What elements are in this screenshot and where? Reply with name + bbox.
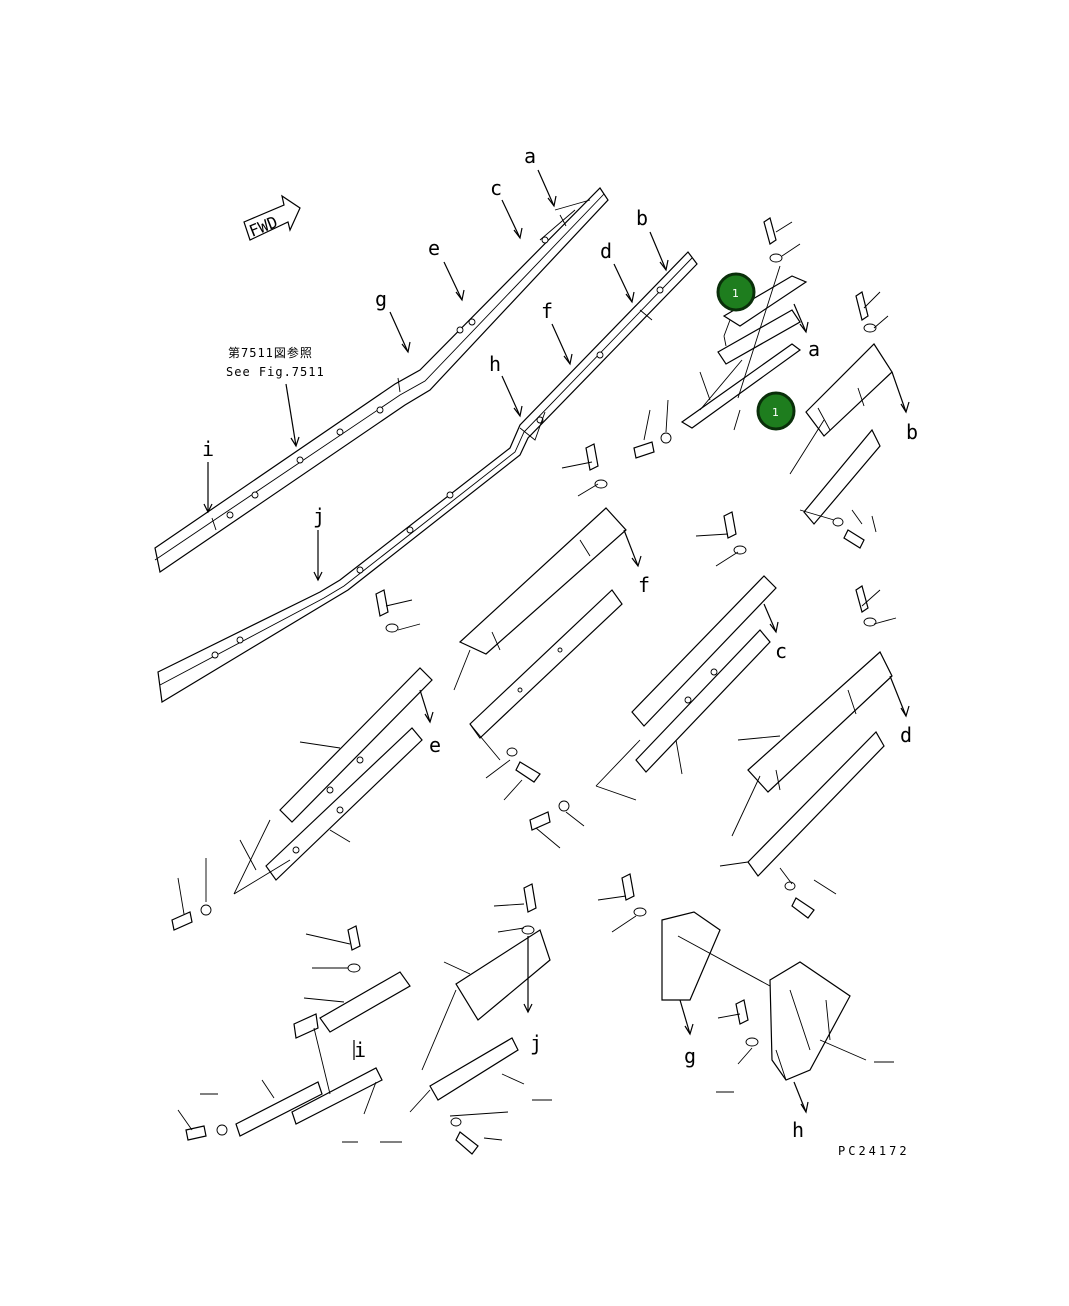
reference-text-en: See Fig.7511 — [226, 365, 325, 379]
label-a-group: a — [808, 337, 820, 361]
drawing-code: PC24172 — [838, 1144, 910, 1158]
main-frame-rail-upper — [154, 187, 609, 574]
bracket-group-gh: g h — [597, 873, 894, 1142]
label-e-group: e — [429, 733, 441, 757]
label-b-top: b — [636, 206, 648, 230]
callout-number: 1 — [732, 287, 739, 300]
callout-number: 1 — [772, 406, 779, 419]
reference-text-jp: 第7511図参照 — [228, 345, 313, 360]
label-d-top: d — [600, 239, 612, 263]
label-b-group: b — [906, 420, 918, 444]
label-f-top: f — [541, 299, 553, 323]
label-c-group: c — [775, 639, 787, 663]
fwd-arrow-icon: FWD — [243, 194, 301, 241]
label-i-top: i — [202, 437, 214, 461]
label-i-group: i — [354, 1038, 366, 1062]
label-f-group: f — [638, 573, 650, 597]
bracket-group-a: a — [633, 217, 820, 459]
callout-marker-1[interactable]: 1 — [716, 272, 756, 312]
label-h-group: h — [792, 1118, 804, 1142]
label-d-group: d — [900, 723, 912, 747]
label-g-top: g — [375, 287, 387, 311]
bracket-group-e: e — [171, 589, 441, 931]
bracket-group-d: d — [719, 585, 912, 919]
rail-callouts: a c e g b d f h i j 第7511図参照 See Fig.751… — [202, 144, 669, 582]
bracket-group-c: c — [529, 511, 787, 849]
label-e-top: e — [428, 236, 440, 260]
bracket-group-f: f — [453, 443, 650, 801]
label-h-top: h — [489, 352, 501, 376]
bracket-group-b: b — [789, 291, 918, 549]
label-c-top: c — [490, 176, 502, 200]
bracket-group-j: j — [409, 883, 552, 1155]
label-j-group: j — [530, 1031, 542, 1055]
label-a-top: a — [524, 144, 536, 168]
main-frame-rail-lower — [157, 251, 698, 703]
label-j-top: j — [313, 504, 325, 528]
bracket-group-i: i — [177, 925, 411, 1143]
callout-marker-2[interactable]: 1 — [756, 391, 796, 431]
label-g-group: g — [684, 1044, 696, 1068]
